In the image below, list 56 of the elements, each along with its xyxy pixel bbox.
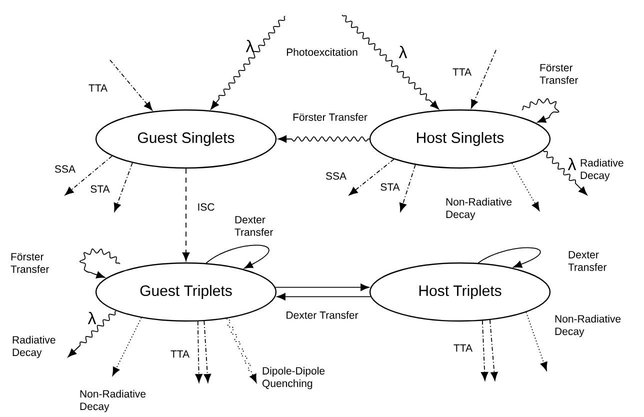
edge-label: TTA xyxy=(88,84,108,92)
edge-label: TTA xyxy=(170,350,190,358)
arrow xyxy=(68,310,116,358)
arrow xyxy=(276,293,371,300)
arrow xyxy=(348,158,394,196)
edge-label: ISC xyxy=(198,203,214,211)
lambda-symbol: λ xyxy=(398,46,408,58)
edge-label: Non-Radiative Decay xyxy=(446,198,512,220)
edge-label: Radiative Decay xyxy=(580,158,624,182)
edge-label: STA xyxy=(380,183,400,191)
self-loop-arrow xyxy=(478,247,541,268)
edge-label: TTA xyxy=(452,68,472,76)
ellipse-node: Guest Singlets xyxy=(95,109,277,169)
edge-label: SSA xyxy=(326,172,346,180)
arrow xyxy=(182,168,190,262)
edge-label: Förster Transfer xyxy=(540,64,578,84)
arrow xyxy=(275,284,370,291)
arrow xyxy=(204,320,212,383)
arrow xyxy=(480,320,488,381)
arrow xyxy=(112,317,142,376)
arrow xyxy=(522,98,560,123)
arrow xyxy=(399,164,416,212)
edge-label: Dexter Transfer xyxy=(234,216,274,236)
ellipse-node: Host Singlets xyxy=(369,109,551,169)
edge-label: Dexter Transfer xyxy=(568,251,607,271)
edge-label: Non-Radiative Decay xyxy=(80,390,146,412)
edge-label: Non-Radiative Decay xyxy=(555,314,621,338)
edge-label: Dipole-Dipole Quenching xyxy=(262,366,325,390)
arrow xyxy=(278,135,370,143)
arrow xyxy=(114,162,133,212)
self-loop-arrow xyxy=(206,244,270,269)
arrow xyxy=(342,14,439,110)
edge-label: Dexter Transfer xyxy=(286,311,358,319)
ellipse-node: Guest Triplets xyxy=(95,262,277,322)
arrow xyxy=(79,248,120,278)
process-label: Photoexcitation xyxy=(286,48,358,56)
lambda-symbol: λ xyxy=(88,312,96,324)
arrow xyxy=(64,156,112,196)
arrow xyxy=(542,150,588,196)
edge-label: TTA xyxy=(454,344,473,352)
edge-label: STA xyxy=(90,185,110,193)
arrow xyxy=(470,50,496,108)
ellipse-node: Host Triplets xyxy=(369,262,551,322)
edge-label: SSA xyxy=(54,165,76,173)
arrow xyxy=(226,318,257,383)
edge-label: Förster Transfer xyxy=(293,113,368,121)
arrow xyxy=(195,320,202,383)
arrow xyxy=(110,60,152,111)
arrow xyxy=(526,312,548,371)
lambda-symbol: λ xyxy=(568,158,576,170)
edge-label: Förster Transfer xyxy=(10,253,50,273)
arrow xyxy=(210,16,286,110)
lambda-symbol: λ xyxy=(246,40,254,52)
arrow xyxy=(490,320,498,381)
arrow xyxy=(512,162,540,211)
edge-label: Radiative Decay xyxy=(12,336,56,358)
